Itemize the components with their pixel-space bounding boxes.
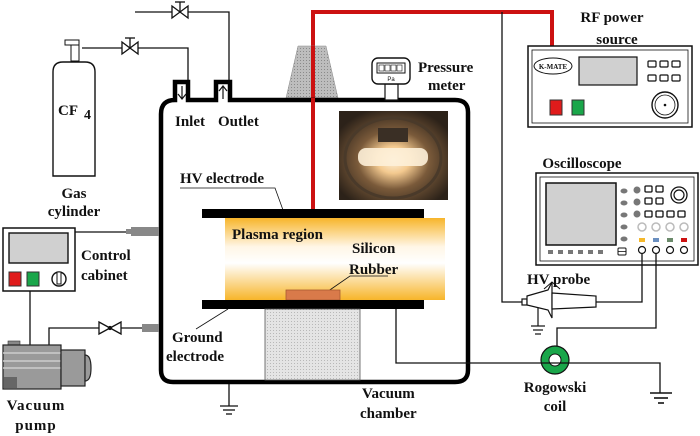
control-cabinet-label-1: Control [81,248,131,264]
rf-source-label-2: source [596,32,638,48]
oscilloscope-label: Oscilloscope [542,156,622,172]
control-port [131,227,159,236]
rf-start-button[interactable] [571,99,585,116]
ground-electrode-label-2: electrode [166,349,224,365]
vacuum-port [142,324,159,332]
silicon-rubber-label-1: Silicon [352,241,396,257]
earth-ground-icon [650,392,672,404]
control-cabinet [2,227,76,292]
rf-source-label-1: RF power [580,10,644,26]
valve-outlet[interactable] [171,1,189,20]
rogowski-label-2: coil [544,399,567,415]
oscilloscope-screen [545,182,617,246]
pressure-meter: Pa [371,57,411,101]
ground-wire [395,309,661,393]
rogowski-label-1: Rogowski [524,380,587,396]
hv-probe-label: HV probe [527,272,591,288]
ground-electrode-label-1: Ground [172,330,223,346]
gas-formula: CF [58,103,78,119]
control-display [8,232,69,264]
outlet-arrow [218,85,228,99]
gas-cylinder-label-1: Gas [61,186,86,202]
pressure-meter-label-2: meter [428,78,466,94]
vacuum-pump [2,340,92,390]
oscilloscope-knob[interactable] [670,186,688,204]
control-stop-button[interactable] [8,271,22,287]
vacuum-chamber-label-1: Vacuum [362,386,415,402]
silicon-rubber-label-2: Rubber [349,262,399,278]
control-start-button[interactable] [26,271,40,287]
rf-brand: K-MATE [539,63,568,71]
probe-ground-icon [531,308,545,335]
vacuum-chamber-label-2: chamber [360,406,417,422]
hv-electrode [202,209,424,218]
pressure-meter-label-1: Pressure [418,60,474,76]
vacuum-pump-label-2: pump [15,418,57,434]
vacuum-pump-label-1: Vacuum [7,398,66,414]
control-cabinet-label-2: cabinet [81,268,128,284]
ground-electrode [202,300,424,309]
gas-cylinder: CF 4 Gas cylinder [48,39,101,220]
valve-inlet[interactable] [121,37,139,56]
vacuum-chamber [158,79,471,385]
rogowski-coil [540,345,570,375]
chamber-ground-icon [220,384,238,415]
rf-power-source: K-MATE [527,45,693,128]
pressure-unit: Pa [387,77,395,83]
plasma-photo [339,111,448,200]
electrode-pedestal [264,308,361,381]
rf-stop-button[interactable] [549,99,563,116]
silicon-rubber-sample [285,289,341,301]
inlet-label: Inlet [175,114,205,130]
gas-formula-subscript: 4 [84,108,91,123]
oscilloscope [535,172,699,266]
gas-lines [82,11,230,80]
valve-vacuum[interactable] [98,320,122,336]
rf-display [578,56,638,86]
gas-cylinder-label-2: cylinder [48,204,101,220]
plasma-region-label: Plasma region [232,227,324,243]
outlet-label: Outlet [218,114,259,130]
hv-probe [521,281,597,319]
inlet-arrow [177,86,187,100]
hv-electrode-label: HV electrode [180,171,264,187]
